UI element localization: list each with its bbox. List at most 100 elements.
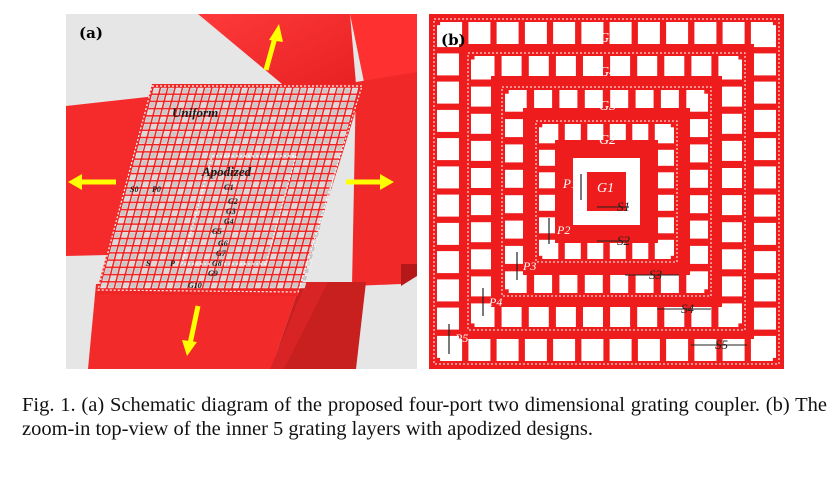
grating-tile: [159, 116, 167, 123]
grating-tile: [635, 275, 654, 293]
grating-tile: [694, 339, 717, 361]
grating-tile: [155, 102, 164, 108]
grating-tile: [505, 144, 523, 163]
grating-tile: [139, 246, 147, 253]
grating-tile: [198, 188, 207, 195]
grating-tile: [666, 22, 689, 44]
grating-tile: [263, 195, 271, 202]
grating-tile: [211, 87, 219, 94]
grating-tile: [297, 232, 305, 238]
grating-tile: [283, 203, 291, 209]
grating-tile: [175, 138, 183, 144]
grating-tile: [231, 232, 239, 238]
grating-tile: [119, 239, 127, 245]
grating-tile: [301, 217, 309, 224]
grating-tile: [300, 195, 308, 202]
grating-tile: [176, 188, 185, 195]
grating-tile: [311, 152, 319, 159]
grating-tile: [193, 210, 201, 217]
grating-tile: [135, 260, 143, 267]
grating-tile: [313, 174, 321, 181]
grating-tile: [202, 203, 210, 209]
grating-tile: [177, 131, 185, 137]
uniform-region-outline: [97, 85, 363, 293]
grating-tile: [258, 131, 266, 137]
grating-tile: [193, 181, 201, 188]
grating-label-g8: G8: [212, 259, 222, 268]
grating-tile: [139, 275, 147, 281]
grating-tile: [220, 246, 228, 253]
grating-tile: [176, 109, 184, 116]
grating-tile: [505, 271, 523, 290]
grating-tile: [609, 22, 632, 44]
grating-tile: [253, 232, 261, 238]
panel-b-label: (b): [441, 31, 466, 49]
grating-tile: [246, 232, 254, 238]
grating-tile: [229, 102, 237, 108]
grating-tile: [189, 195, 197, 202]
grating-tile: [276, 174, 284, 181]
grating-tile: [200, 239, 208, 245]
grating-tile: [181, 87, 189, 94]
grating-tile: [337, 109, 346, 116]
grating-tile: [167, 167, 176, 173]
grating-tile: [337, 138, 345, 144]
grating-tile: [126, 268, 134, 274]
grating-tile: [238, 232, 247, 238]
grating-tile: [265, 131, 274, 137]
grating-tile: [496, 339, 519, 361]
grating-tile: [505, 169, 523, 188]
grating-tile: [584, 275, 603, 293]
grating-tile: [153, 167, 161, 173]
waveguide-arm-top-right-edge: [350, 14, 417, 84]
grating-tile: [139, 217, 147, 224]
grating-tile: [140, 131, 148, 137]
grating-tile: [209, 94, 217, 101]
grating-tile: [334, 123, 342, 130]
grating-label-g2: G2: [228, 197, 238, 206]
grating-tile: [151, 145, 159, 152]
grating-tile: [319, 94, 327, 101]
grating-tile: [190, 167, 198, 173]
grating-tile: [186, 181, 194, 188]
grating-tile: [296, 152, 305, 159]
grating-tile: [256, 167, 264, 173]
gap-label-g3: G3: [599, 99, 616, 114]
grating-tile: [304, 152, 312, 159]
grating-tile: [191, 159, 200, 166]
grating-tile: [142, 123, 150, 130]
grating-tile: [201, 94, 210, 101]
grating-tile: [269, 174, 277, 181]
grating-tile: [722, 22, 745, 44]
grating-tile: [471, 249, 491, 270]
grating-tile: [246, 203, 254, 209]
grating-tile: [205, 217, 214, 224]
grating-tile: [275, 94, 283, 101]
grating-tile: [115, 253, 123, 260]
grating-tile: [166, 282, 174, 289]
grating-tile: [176, 246, 184, 253]
grating-tile: [189, 87, 197, 94]
grating-tile: [306, 145, 314, 152]
grating-tile: [690, 245, 708, 264]
grating-tile: [690, 144, 708, 163]
grating-tile: [151, 174, 159, 181]
grating-tile: [294, 217, 302, 224]
grating-tile: [171, 181, 179, 188]
grating-tile: [256, 138, 264, 144]
grating-tile: [307, 195, 315, 202]
grating-tile: [220, 109, 228, 116]
grating-tile: [235, 188, 243, 195]
grating-tile: [233, 87, 241, 94]
grating-tile: [722, 303, 742, 324]
grating-tile: [260, 232, 269, 238]
grating-tile: [170, 239, 178, 245]
inner-core: [587, 172, 626, 211]
grating-tile: [212, 138, 220, 144]
grating-tile: [189, 224, 197, 231]
grating-tile: [160, 167, 168, 173]
grating-tile: [666, 339, 689, 361]
grating-tile: [218, 116, 226, 123]
grating-tile: [183, 138, 191, 144]
grating-tile: [138, 167, 146, 173]
